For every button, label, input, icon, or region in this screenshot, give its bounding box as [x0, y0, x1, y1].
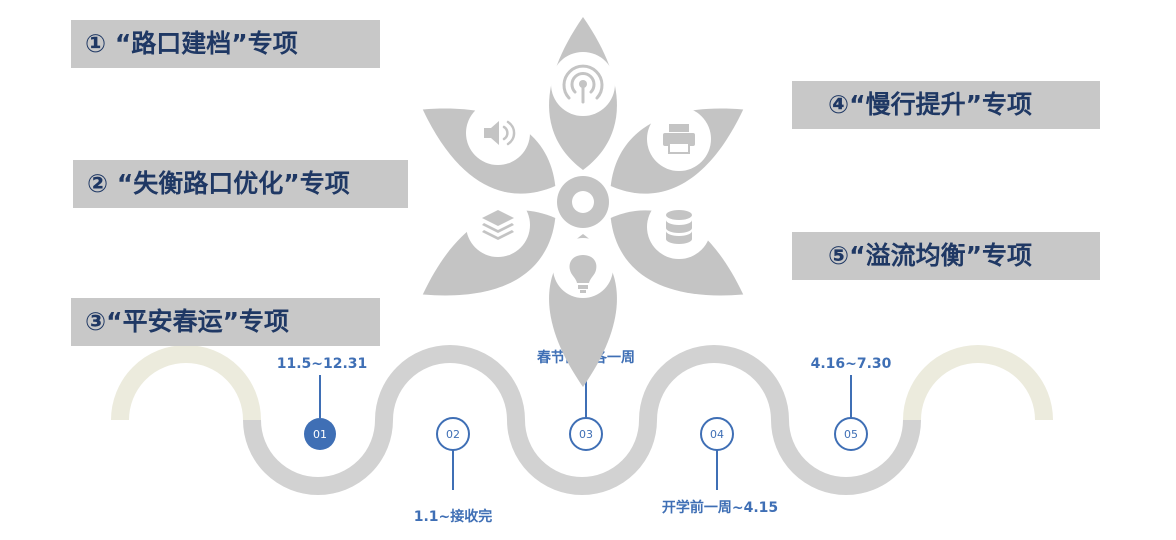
- flower-dot-top: [570, 137, 596, 163]
- wave-end-arc: [903, 345, 1053, 421]
- database-icon: [666, 210, 692, 244]
- lightbulb-icon: [569, 255, 597, 293]
- flower-dot-upper-right: [615, 163, 641, 189]
- period-02: 1.1~接收完: [414, 508, 493, 525]
- printer-icon: [663, 124, 695, 154]
- project-label-2: ② “失衡路口优化”专项: [73, 160, 408, 208]
- project-label-3: ③“平安春运”专项: [71, 298, 380, 346]
- hole-1: [598, 155, 614, 171]
- node-03[interactable]: [569, 417, 603, 451]
- timeline-wave: [111, 345, 1053, 495]
- signal-icon: [562, 64, 604, 104]
- flower-dot-lower-right: [615, 215, 641, 241]
- flower-graphic: [422, 17, 744, 387]
- node-05[interactable]: [834, 417, 868, 451]
- timeline-node-numbers: 01 02 03 04 05: [313, 428, 858, 441]
- node-number-03: 03: [579, 428, 593, 441]
- node-number-04: 04: [710, 428, 724, 441]
- project-label-4: ④“慢行提升”专项: [792, 81, 1100, 129]
- period-01: 11.5~12.31: [277, 356, 368, 372]
- node-number-01: 01: [313, 428, 327, 441]
- speaker-icon: [484, 120, 516, 146]
- period-05: 4.16~7.30: [811, 356, 892, 372]
- center-hole: [572, 191, 594, 213]
- project-label-1: ① “路口建档”专项: [71, 20, 380, 68]
- wave-start-arc: [111, 345, 261, 421]
- flower-dot-upper-left: [525, 163, 551, 189]
- timeline-nodes: [304, 417, 868, 451]
- node-04[interactable]: [700, 417, 734, 451]
- node-01[interactable]: [304, 418, 336, 450]
- node-02[interactable]: [436, 417, 470, 451]
- project-label-5: ⑤“溢流均衡”专项: [792, 232, 1100, 280]
- hole-5: [530, 194, 546, 210]
- period-04: 开学前一周~4.15: [662, 499, 778, 516]
- hole-6: [552, 155, 568, 171]
- node-number-05: 05: [844, 428, 858, 441]
- layers-icon: [482, 210, 514, 240]
- flower-dot-lower-left: [525, 215, 551, 241]
- hole-2: [620, 194, 636, 210]
- wave-path: [243, 345, 921, 495]
- node-number-02: 02: [446, 428, 460, 441]
